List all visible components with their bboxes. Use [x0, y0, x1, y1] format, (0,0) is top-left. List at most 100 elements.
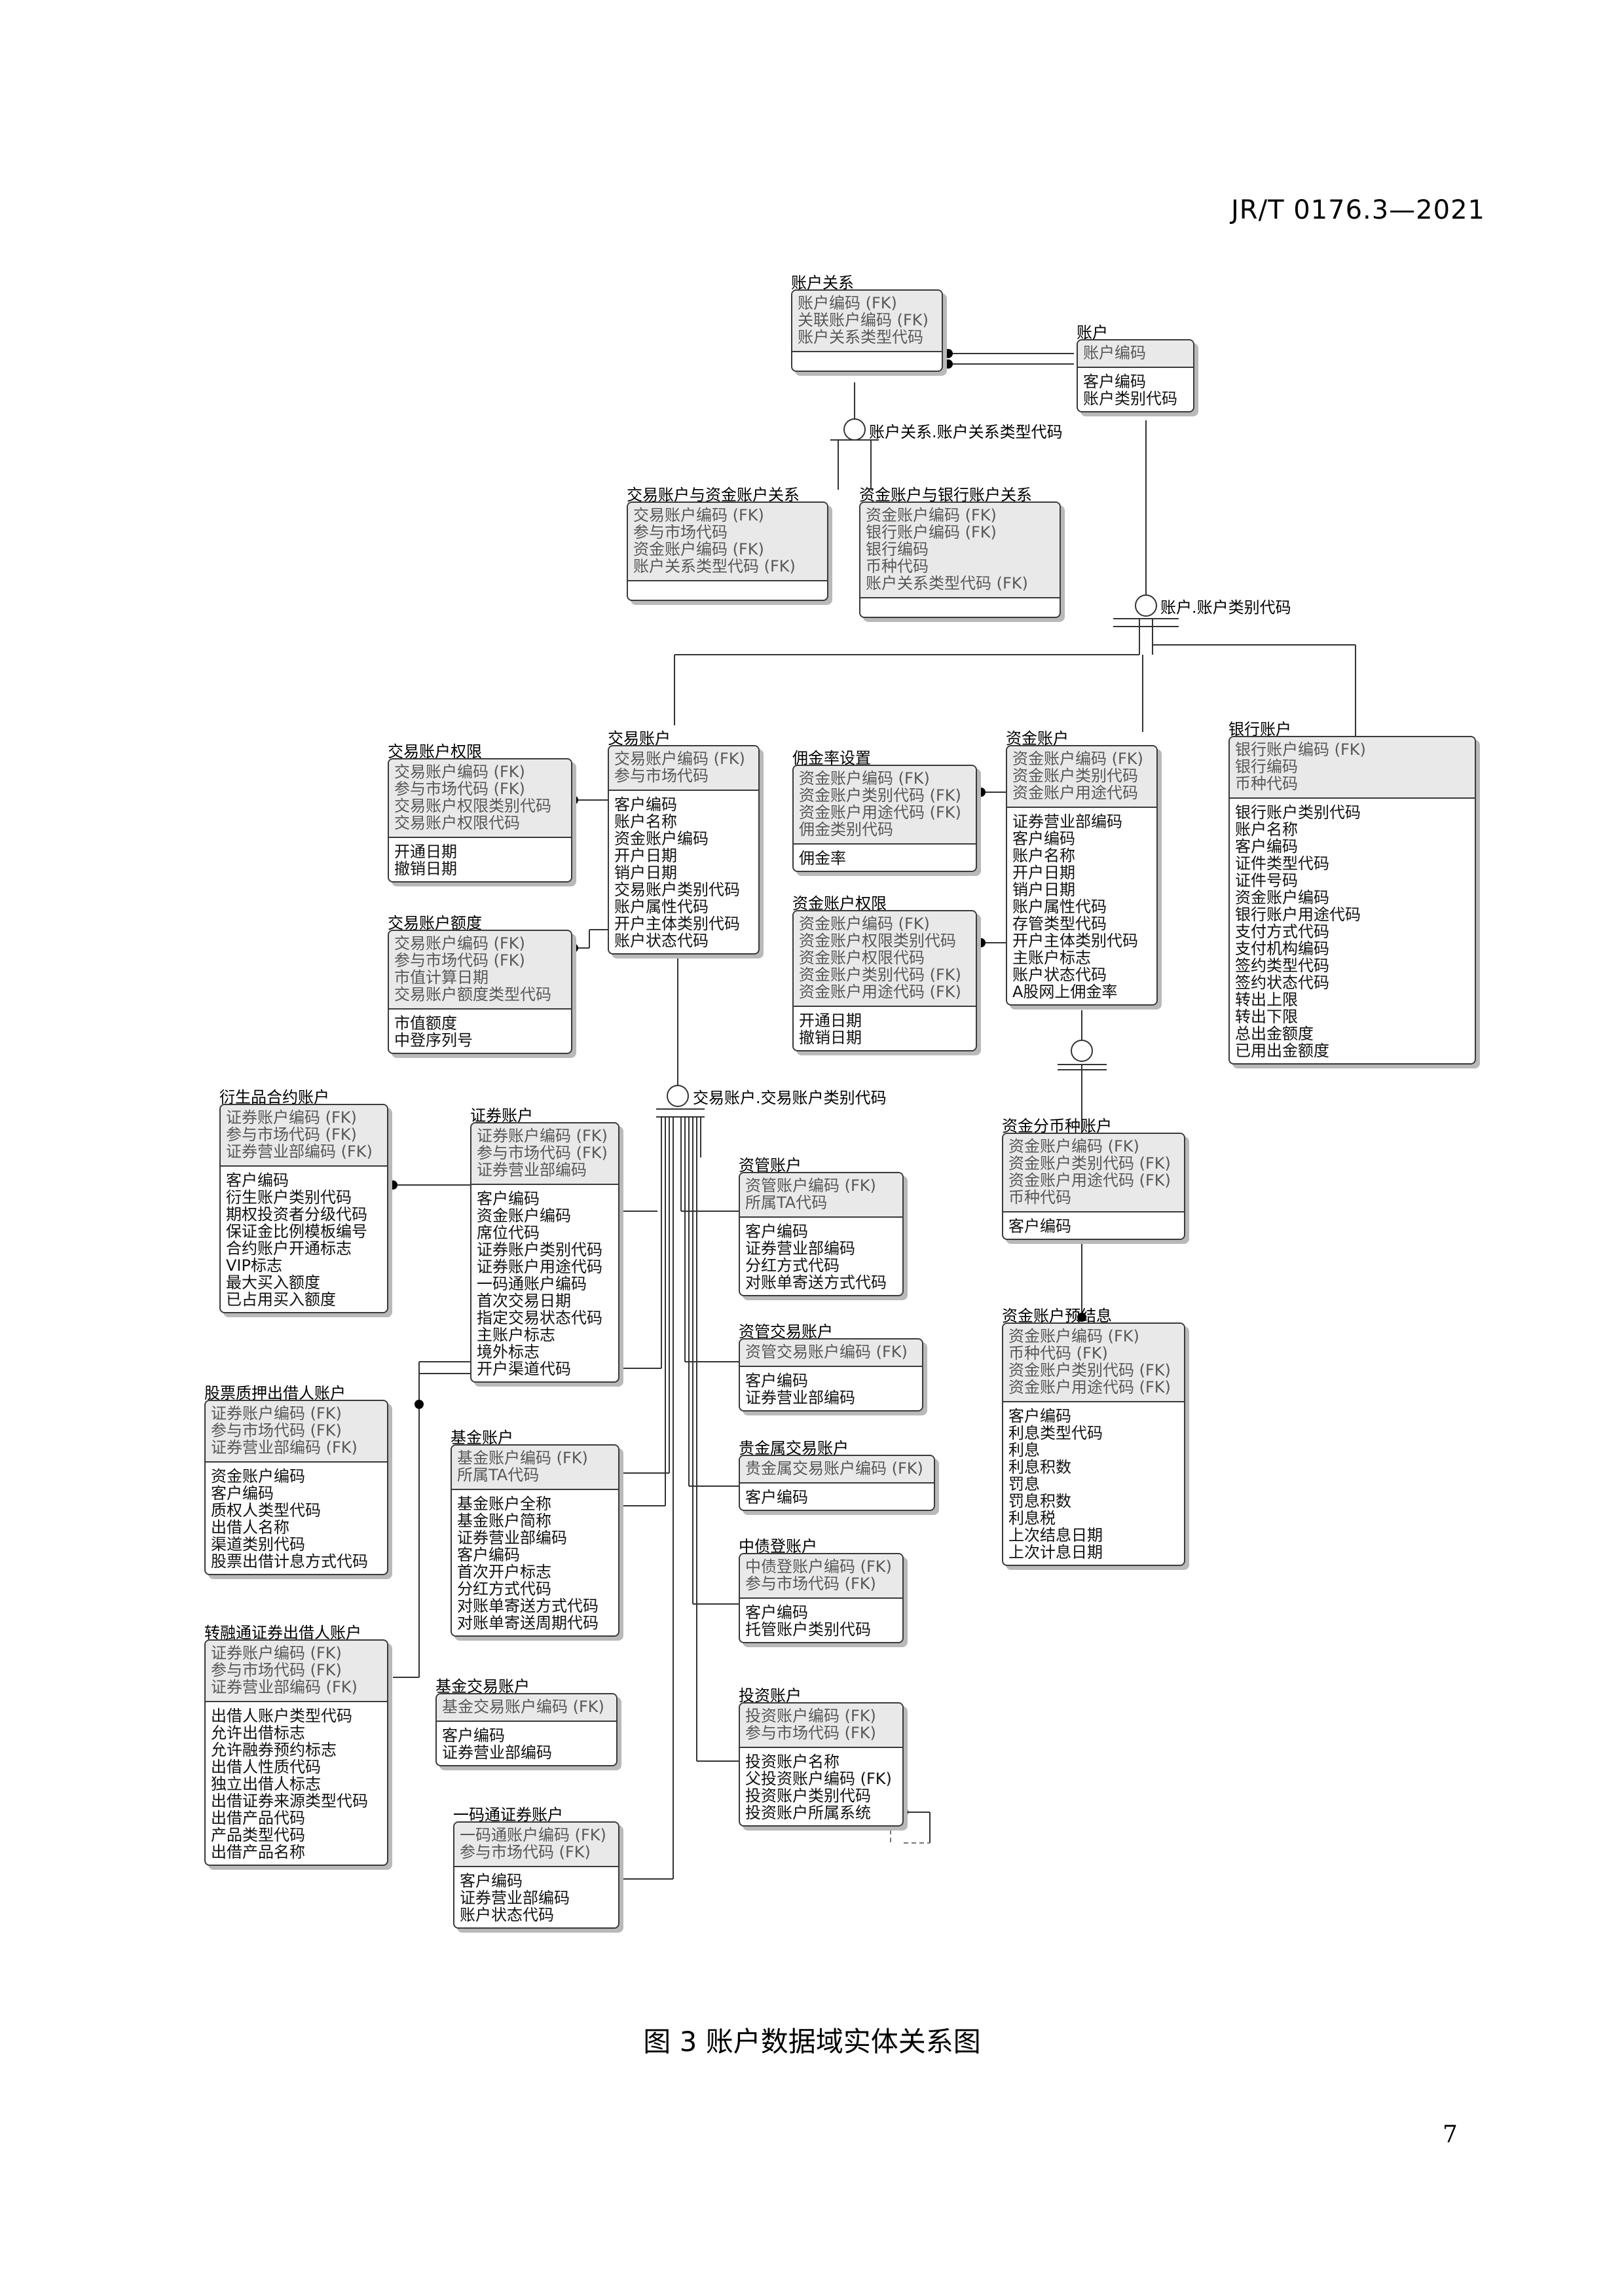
- primary-key-attribute: 中债登账户编码 (FK): [745, 1558, 892, 1576]
- primary-key-attribute: 参与市场代码 (FK): [394, 951, 525, 970]
- primary-key-attribute: 银行编码: [1235, 757, 1298, 776]
- primary-key-attribute: 资金账户类别代码: [1012, 767, 1138, 785]
- entity-attributes: 开通日期撤销日期: [389, 838, 571, 881]
- entity-attribute: 对账单寄送方式代码: [745, 1273, 887, 1292]
- primary-key-attribute: 资金账户用途代码 (FK): [799, 983, 961, 1001]
- entity-attributes: 开通日期撤销日期: [794, 1007, 976, 1050]
- entity-primary-keys: 交易账户编码 (FK)参与市场代码: [609, 746, 758, 791]
- entity-attribute: VIP标志: [226, 1256, 282, 1275]
- entity-attribute: 基金账户简称: [457, 1512, 551, 1530]
- relation-label-account-category: 账户.账户类别代码: [1160, 598, 1291, 617]
- entity-primary-keys: 交易账户编码 (FK)参与市场代码 (FK)市值计算日期交易账户额度类型代码: [389, 931, 571, 1010]
- entity-primary-keys: 投资账户编码 (FK)参与市场代码 (FK): [740, 1704, 902, 1748]
- primary-key-attribute: 资金账户用途代码 (FK): [1008, 1171, 1171, 1190]
- entity-attribute: 开户日期: [614, 847, 677, 865]
- primary-key-attribute: 银行编码: [866, 540, 929, 558]
- entity-attribute: 账户状态代码: [614, 932, 709, 950]
- primary-key-attribute: 币种代码: [1235, 774, 1298, 793]
- entity-attribute: 客户编码: [460, 1872, 523, 1890]
- entity-attribute: 利息税: [1008, 1509, 1056, 1527]
- entity-title: 资金账户预结息: [1002, 1307, 1112, 1325]
- entity-attributes: 客户编码证券营业部编码: [740, 1367, 922, 1410]
- entity-attribute: 银行账户类别代码: [1235, 803, 1361, 822]
- entity-primary-keys: 交易账户编码 (FK)参与市场代码 (FK)交易账户权限类别代码交易账户权限代码: [389, 759, 571, 838]
- entity-attribute: 席位代码: [477, 1224, 540, 1242]
- entity-attribute: 最大买入额度: [226, 1273, 320, 1292]
- primary-key-attribute: 资金账户编码 (FK): [1008, 1137, 1139, 1156]
- entity-attribute: 客户编码: [745, 1603, 808, 1622]
- entity-attribute: 资金账户编码: [1235, 888, 1329, 907]
- entity-attribute: 出借产品名称: [211, 1843, 305, 1861]
- entity-attribute: 期权投资者分级代码: [226, 1205, 367, 1224]
- entity-attribute: 已用出金额度: [1235, 1042, 1329, 1060]
- primary-key-attribute: 参与市场代码 (FK): [460, 1843, 591, 1861]
- entity-attribute: 销户日期: [614, 864, 677, 882]
- entity-attribute: 质权人类型代码: [211, 1501, 321, 1520]
- entity-attribute: 已占用买入额度: [226, 1290, 336, 1309]
- entity-attribute: 分红方式代码: [457, 1580, 551, 1598]
- primary-key-attribute: 资金账户用途代码 (FK): [1008, 1378, 1171, 1396]
- entity-attribute: 佣金率: [799, 849, 846, 867]
- page-number: 7: [1443, 2121, 1458, 2148]
- entity-attribute: 主账户标志: [477, 1326, 555, 1344]
- entity-attribute: 撤销日期: [394, 860, 457, 878]
- entity-attribute: 衍生账户类别代码: [226, 1188, 352, 1207]
- primary-key-attribute: 币种代码 (FK): [1008, 1344, 1108, 1362]
- entity-attribute: 开通日期: [394, 843, 457, 861]
- entity-attributes: 资金账户编码客户编码质权人类型代码出借人名称渠道类别代码股票出借计息方式代码: [206, 1463, 387, 1574]
- entity-attributes: 基金账户全称基金账户简称证券营业部编码客户编码首次开户标志分红方式代码对账单寄送…: [452, 1490, 618, 1635]
- entity-attribute: 账户类别代码: [1083, 390, 1177, 408]
- entity-attribute: 证券营业部编码: [442, 1743, 552, 1762]
- entity-attribute: 出借人名称: [211, 1518, 289, 1537]
- entity-attribute: 证件类型代码: [1235, 854, 1329, 873]
- entity-attribute: 销户日期: [1012, 881, 1075, 899]
- entity-attribute: 市值额度: [394, 1014, 457, 1032]
- entity-primary-keys: 银行账户编码 (FK)银行编码币种代码: [1230, 737, 1475, 799]
- entity-primary-keys: 基金账户编码 (FK)所属TA代码: [452, 1446, 618, 1490]
- entity-title: 账户: [1077, 323, 1108, 342]
- primary-key-attribute: 银行账户编码 (FK): [1235, 740, 1366, 759]
- primary-key-attribute: 一码通账户编码 (FK): [460, 1826, 606, 1844]
- entity-attribute: 账户状态代码: [1012, 966, 1107, 984]
- entity-attribute: 托管账户类别代码: [745, 1620, 871, 1639]
- entity-attribute: 客户编码: [1083, 373, 1146, 391]
- primary-key-attribute: 资金账户类别代码 (FK): [799, 786, 961, 805]
- entity-attribute: 证件号码: [1235, 871, 1298, 890]
- entity-primary-keys: 资金账户编码 (FK)币种代码 (FK)资金账户类别代码 (FK)资金账户用途代…: [1003, 1324, 1184, 1402]
- entity-attribute: 基金账户全称: [457, 1495, 551, 1513]
- entity-attribute: 账户名称: [1235, 820, 1298, 839]
- entity-attribute: 银行账户用途代码: [1235, 905, 1361, 924]
- entity-title: 一码通证券账户: [453, 1806, 563, 1824]
- entity-primary-keys: 资金账户编码 (FK)银行账户编码 (FK)银行编码币种代码账户关系类型代码 (…: [860, 503, 1060, 598]
- entity-attributes: 客户编码: [740, 1484, 934, 1510]
- entity-attributes: 银行账户类别代码账户名称客户编码证件类型代码证件号码资金账户编码银行账户用途代码…: [1230, 799, 1475, 1063]
- entity-attribute: 境外标志: [477, 1343, 540, 1361]
- primary-key-attribute: 资金账户编码 (FK): [866, 506, 997, 524]
- entity-attributes: 客户编码利息类型代码利息利息积数罚息罚息积数利息税上次结息日期上次计息日期: [1003, 1402, 1184, 1565]
- entity-attribute: 投资账户所属系统: [745, 1804, 871, 1822]
- entity-attribute: 资金账户编码: [211, 1467, 305, 1485]
- primary-key-attribute: 资金账户编码 (FK): [633, 540, 764, 558]
- entity-attribute: 客户编码: [745, 1222, 808, 1241]
- entity-attributes: 出借人账户类型代码允许出借标志允许融券预约标志出借人性质代码独立出借人标志出借证…: [206, 1702, 387, 1865]
- entity-attribute: 客户编码: [226, 1171, 289, 1190]
- entity-primary-keys: 资管交易账户编码 (FK): [740, 1339, 922, 1367]
- primary-key-attribute: 参与市场代码 (FK): [394, 780, 525, 798]
- entity-attribute: 证券营业部编码: [745, 1389, 855, 1407]
- relation-label-account-relation-type: 账户关系.账户关系类型代码: [869, 423, 1063, 441]
- primary-key-attribute: 账户编码 (FK): [798, 294, 897, 312]
- entity-attribute: 产品类型代码: [211, 1826, 305, 1844]
- entity-attribute: A股网上佣金率: [1012, 983, 1118, 1001]
- entity-primary-keys: 账户编码: [1078, 340, 1193, 368]
- primary-key-attribute: 资金账户权限代码: [799, 949, 925, 967]
- entity-attribute: 开通日期: [799, 1011, 862, 1030]
- entity-attribute: 对账单寄送方式代码: [457, 1597, 599, 1615]
- entity-attribute: 资金账户编码: [477, 1207, 571, 1225]
- entity-attributes: 客户编码证券营业部编码账户状态代码: [454, 1867, 618, 1927]
- entity-title: 资金分币种账户: [1002, 1117, 1112, 1135]
- entity-title: 资管账户: [739, 1156, 802, 1175]
- entity-attribute: 首次交易日期: [477, 1292, 571, 1310]
- entity-title: 转融通证券出借人账户: [204, 1624, 361, 1642]
- entity-attribute: 利息积数: [1008, 1458, 1071, 1476]
- entity-title: 账户关系: [791, 274, 854, 292]
